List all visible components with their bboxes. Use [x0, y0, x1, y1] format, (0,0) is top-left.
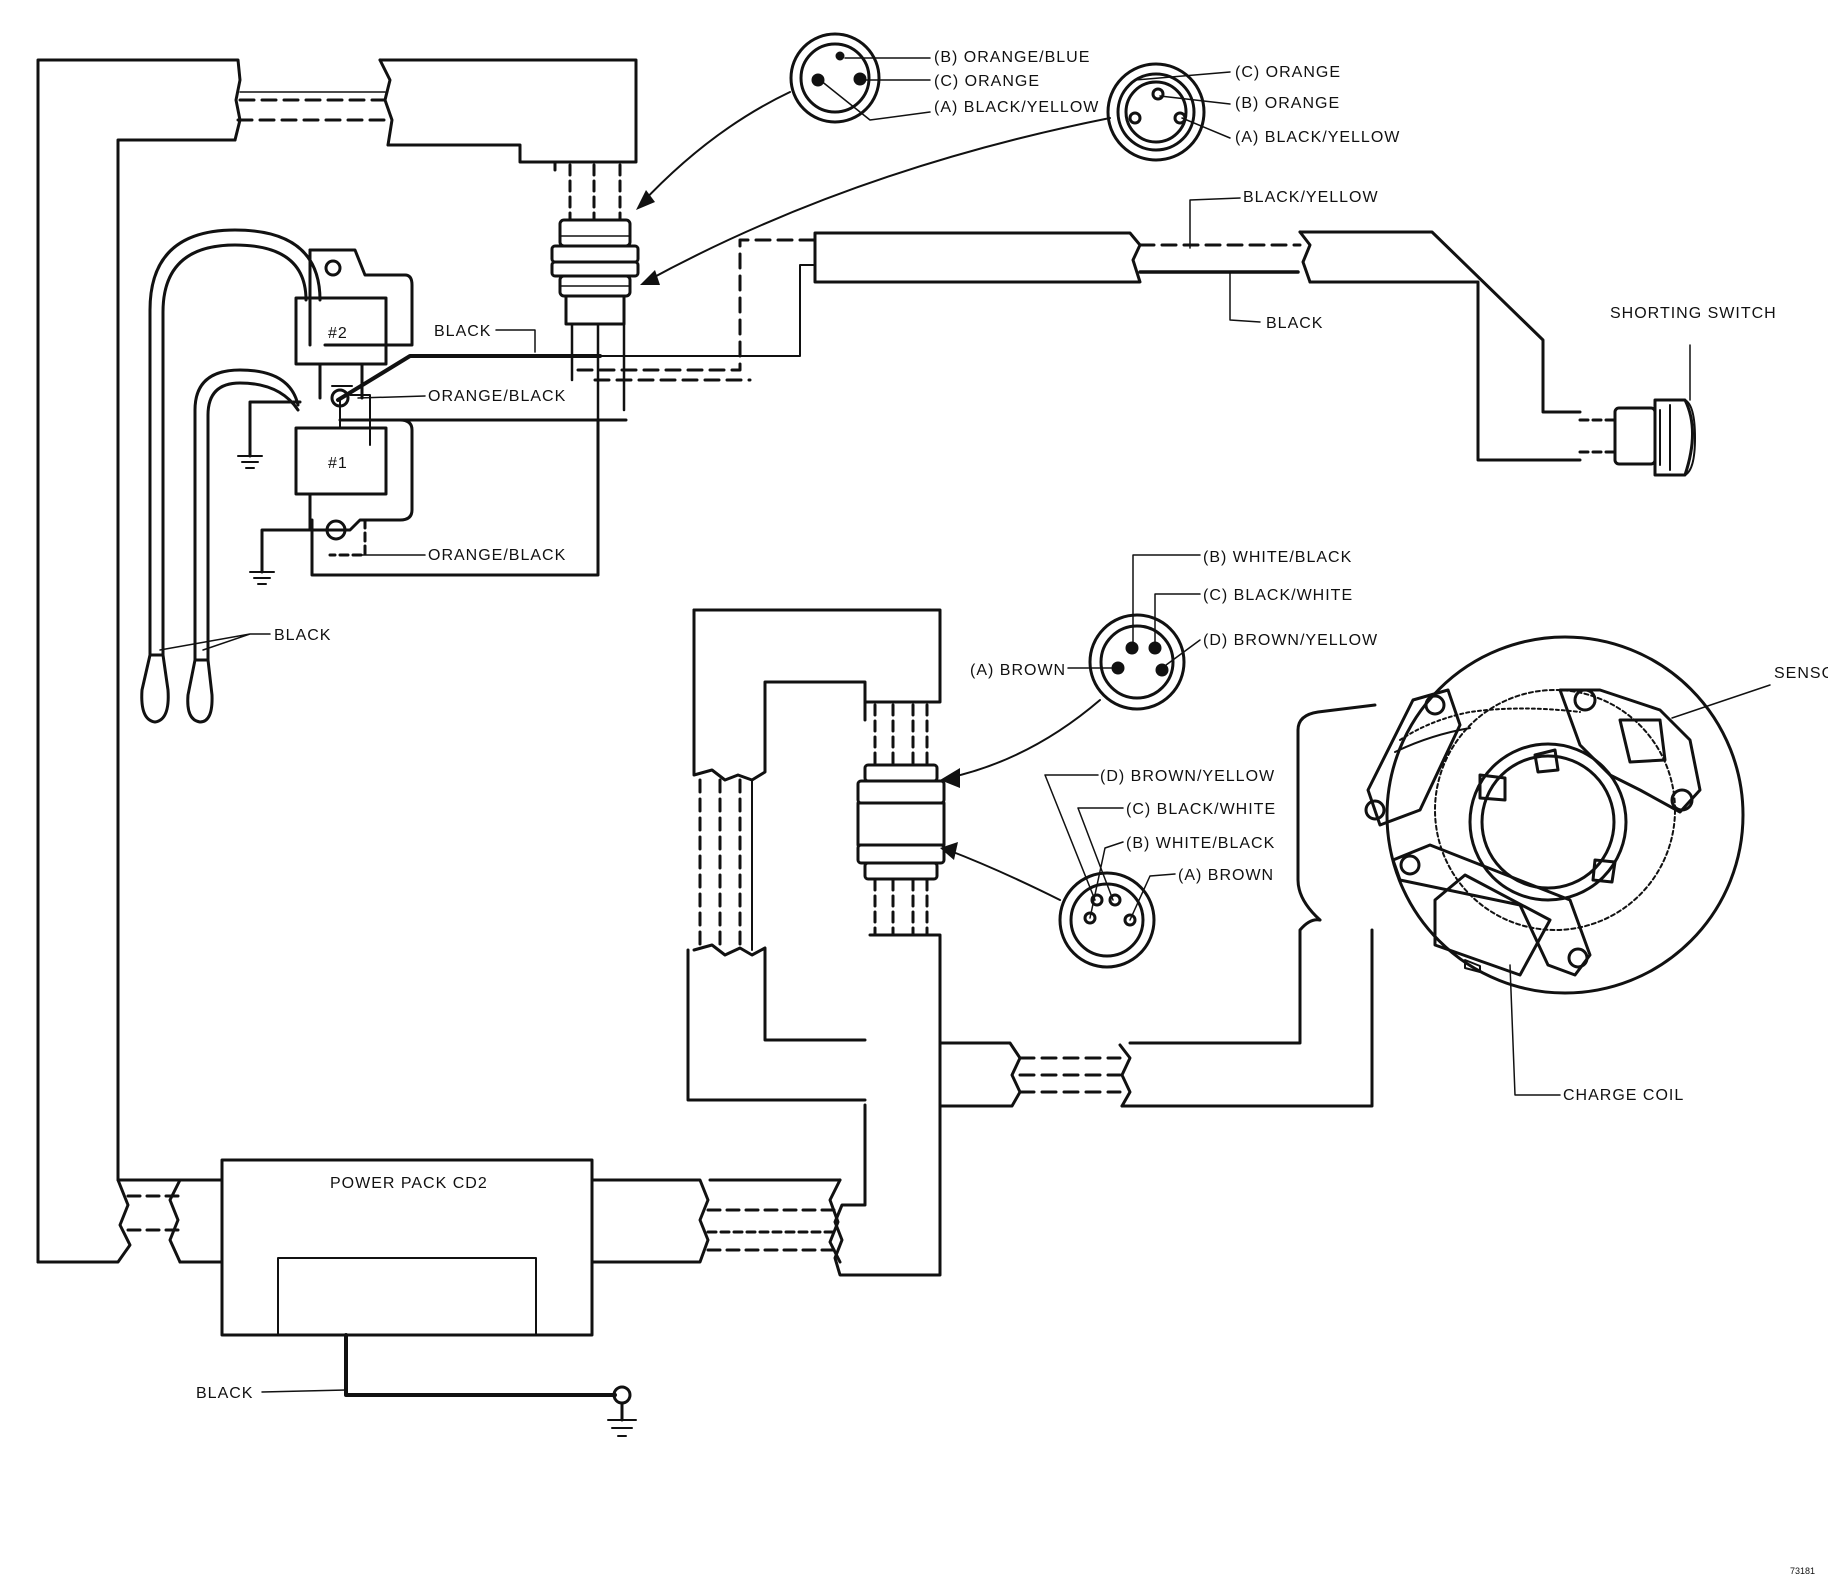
stator-assembly [1296, 635, 1745, 995]
label-conn1-c: (C) ORANGE [934, 73, 1040, 90]
label-black-top: BLACK [434, 323, 491, 340]
sensor-harness-cable [686, 608, 942, 1102]
switch-harness-cable [813, 230, 1617, 462]
label-coil-2: #2 [328, 325, 348, 342]
label-coil-1: #1 [328, 455, 348, 472]
label-conn4-c: (C) BLACK/WHITE [1126, 801, 1276, 818]
label-black-switch: BLACK [1266, 315, 1323, 332]
label-charge-coil: CHARGE COIL [1563, 1087, 1684, 1104]
power-pack-cd2 [220, 1158, 637, 1437]
upper-connector-face-b [1106, 62, 1206, 162]
lower-connector [856, 763, 946, 881]
label-black-plugs: BLACK [274, 627, 331, 644]
spark-plug-lead-outer [148, 228, 322, 657]
label-orange-black-2: ORANGE/BLACK [428, 547, 566, 564]
label-conn4-b: (B) WHITE/BLACK [1126, 835, 1275, 852]
upper-connector-wires [568, 163, 622, 222]
ignition-coil-2 [294, 248, 414, 400]
label-conn3-c: (C) BLACK/WHITE [1203, 587, 1353, 604]
spark-plug-lead-inner [193, 368, 300, 662]
coil-ground-1 [237, 400, 302, 469]
shorting-switch [1613, 398, 1696, 477]
label-conn3-a: (A) BROWN [970, 662, 1066, 679]
label-conn2-a: (A) BLACK/YELLOW [1235, 129, 1400, 146]
label-shorting-switch: SHORTING SWITCH [1610, 305, 1777, 322]
label-sensor: SENSO [1774, 665, 1828, 682]
left-harness-to-pack [36, 1178, 224, 1264]
label-black-yellow: BLACK/YELLOW [1243, 189, 1379, 206]
coil-ground-2 [249, 528, 314, 585]
callout-arrows [639, 91, 1111, 901]
label-conn3-b: (B) WHITE/BLACK [1203, 549, 1352, 566]
label-conn4-a: (A) BROWN [1178, 867, 1274, 884]
label-conn2-c: (C) ORANGE [1235, 64, 1341, 81]
upper-harness-cable [36, 58, 638, 1264]
upper-connector-face-a [789, 32, 881, 124]
figure-code: 73181 [1790, 1566, 1815, 1576]
upper-connector [550, 218, 640, 326]
label-conn1-b: (B) ORANGE/BLUE [934, 49, 1090, 66]
lower-connector-face-b [1058, 871, 1156, 969]
stator-cable [938, 918, 1374, 1108]
label-conn2-b: (B) ORANGE [1235, 95, 1340, 112]
label-power-pack: POWER PACK CD2 [330, 1175, 488, 1192]
label-conn3-d: (D) BROWN/YELLOW [1203, 632, 1378, 649]
label-orange-black-1: ORANGE/BLACK [428, 388, 566, 405]
leader-lines [159, 57, 1771, 1393]
spark-plug-boots [140, 653, 214, 724]
right-harness-to-pack [590, 1178, 842, 1264]
label-black-ground: BLACK [196, 1385, 253, 1402]
label-conn4-d: (D) BROWN/YELLOW [1100, 768, 1275, 785]
label-conn1-a: (A) BLACK/YELLOW [934, 99, 1099, 116]
